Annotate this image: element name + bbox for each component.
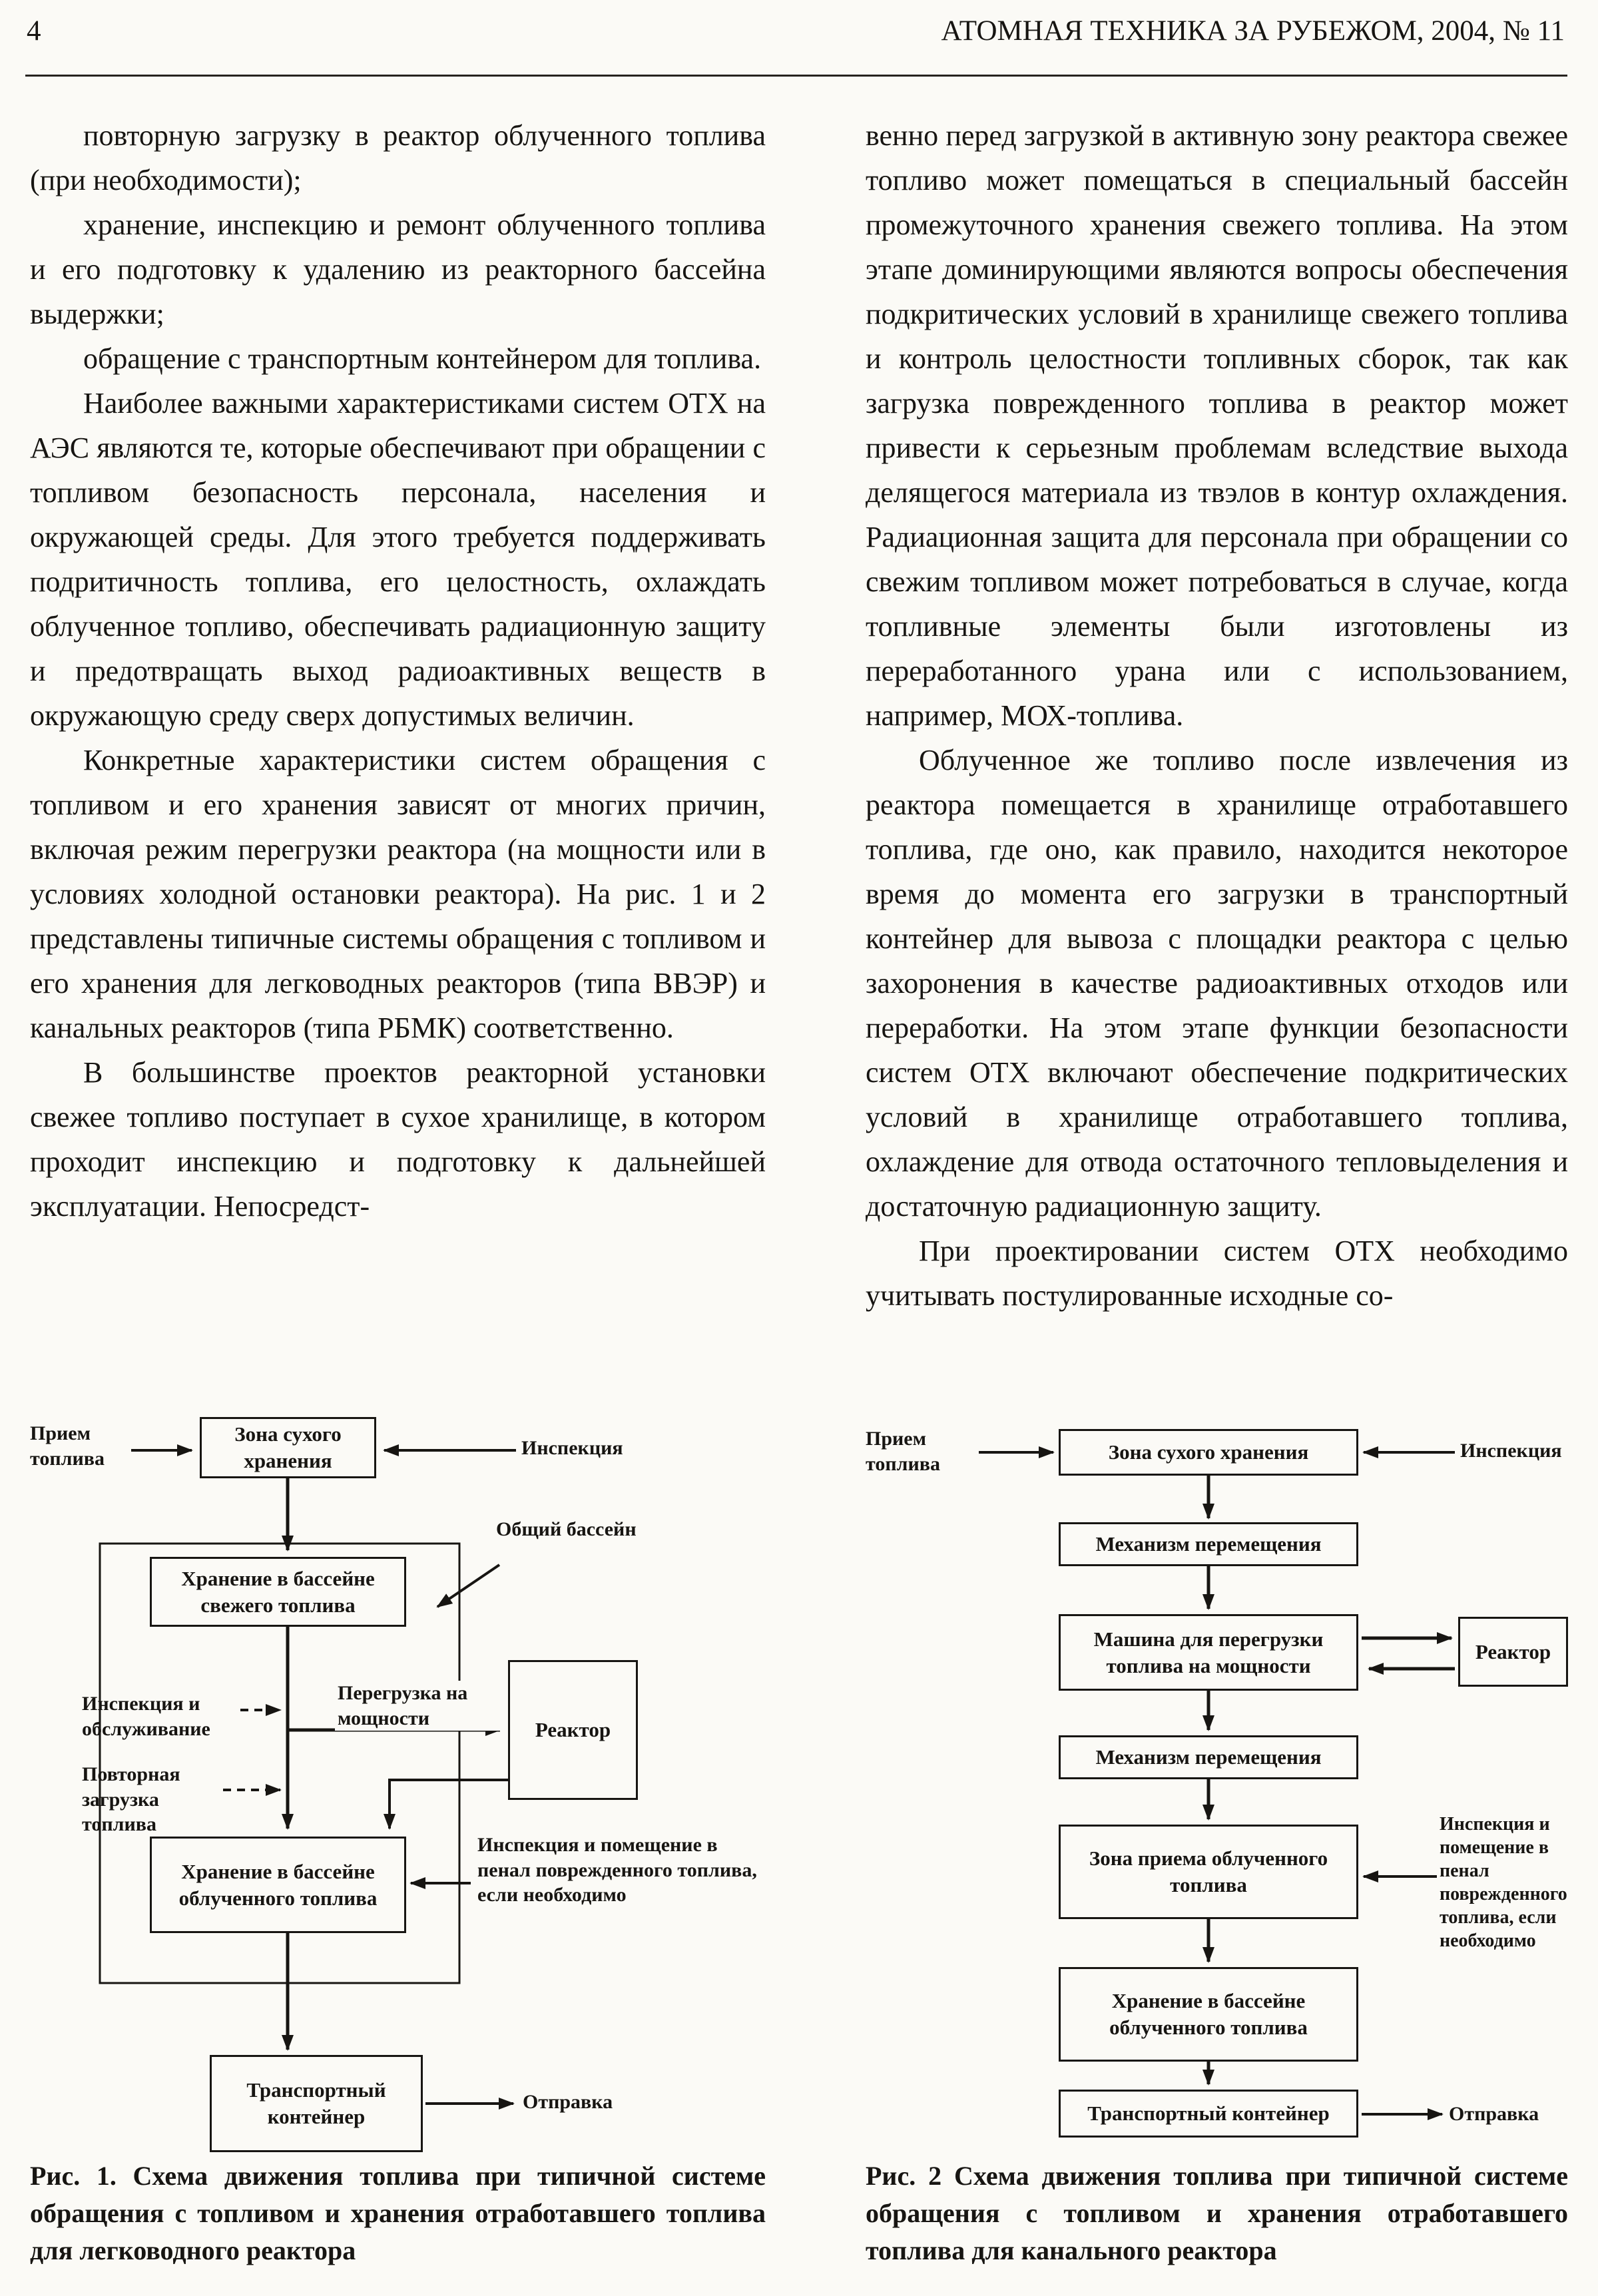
paragraph: венно перед загрузкой в активную зону ре… bbox=[866, 119, 1568, 732]
arrow-reactor-to-spent-pool bbox=[384, 1779, 508, 1830]
article-body: повторную загрузку в реактор облученного… bbox=[30, 113, 1568, 1318]
journal-title: АТОМНАЯ ТЕХНИКА ЗА РУБЕЖОМ, 2004, № 11 bbox=[941, 15, 1565, 47]
spent-receipt-zone-box: Зона приема облученного топлива bbox=[1059, 1825, 1358, 1919]
right-column: венно перед загрузкой в активную зону ре… bbox=[866, 113, 1568, 1318]
left-column: повторную загрузку в реактор облученного… bbox=[30, 113, 766, 1318]
fuel-receipt-label: Прием топлива bbox=[30, 1422, 105, 1470]
fuel-receipt-label: Прием топлива bbox=[866, 1428, 940, 1475]
transfer-mechanism-2-box: Механизм перемещения bbox=[1059, 1735, 1358, 1779]
dry-storage-box: Зона сухого хранения bbox=[200, 1417, 376, 1478]
reactor-box: Реактор bbox=[508, 1660, 638, 1800]
spent-fuel-pool-box: Хранение в бассейне облученного топлива bbox=[150, 1837, 406, 1933]
reactor-box: Реактор bbox=[1458, 1617, 1568, 1687]
paragraph: хранение, инспекцию и ремонт облученного… bbox=[30, 208, 766, 330]
figure-2: Прием топлива Зона сухого хранения Инспе… bbox=[866, 1417, 1568, 2157]
inspection-label: Инспекция bbox=[521, 1437, 623, 1459]
dry-storage-box: Зона сухого хранения bbox=[1059, 1429, 1358, 1476]
fresh-fuel-pool-box: Хранение в бассейне свежего топлива bbox=[150, 1557, 406, 1627]
page-number: 4 bbox=[27, 15, 41, 47]
inspection-canning-label: Инспекция и помещение в пенал поврежденн… bbox=[1440, 1814, 1567, 1951]
figure-1: Прием топлива Зона сухого хранения Инспе… bbox=[30, 1417, 766, 2157]
paragraph: повторную загрузку в реактор облученного… bbox=[30, 119, 766, 196]
inspection-label: Инспекция bbox=[1460, 1440, 1562, 1462]
page-header: 4 АТОМНАЯ ТЕХНИКА ЗА РУБЕЖОМ, 2004, № 11 bbox=[27, 15, 1565, 47]
paragraph: В большинстве проектов реакторной устано… bbox=[30, 1056, 766, 1223]
figure-2-caption: Рис. 2 Схема движения топлива при типичн… bbox=[866, 2161, 1568, 2265]
figure-2-arrows bbox=[979, 1446, 1455, 2120]
spent-fuel-pool-box: Хранение в бассейне облученного топлива bbox=[1059, 1967, 1358, 2062]
transfer-mechanism-1-box: Механизм перемещения bbox=[1059, 1522, 1358, 1566]
transport-cask-box: Транспортный контейнер bbox=[210, 2055, 423, 2152]
paragraph: При проектировании систем ОТХ необходимо… bbox=[866, 1235, 1568, 1312]
figure-1-arrows bbox=[99, 1444, 516, 2110]
refueling-at-power-label: Перегрузка на мощности bbox=[335, 1681, 501, 1731]
paragraph: Облученное же топливо после извлечения и… bbox=[866, 744, 1568, 1223]
paragraph: Наиболее важными характеристиками систем… bbox=[30, 387, 766, 732]
common-pool-outline bbox=[99, 1542, 461, 1984]
dispatch-label: Отправка bbox=[523, 2091, 613, 2113]
inspection-service-label: Инспекция и обслуживание bbox=[82, 1693, 210, 1740]
repeat-reload-label: Повторная загрузка топлива bbox=[82, 1763, 180, 1835]
transport-cask-box: Транспортный контейнер bbox=[1059, 2090, 1358, 2138]
dispatch-label: Отправка bbox=[1449, 2103, 1539, 2125]
common-pool-label: Общий бассейн bbox=[496, 1518, 637, 1540]
figure-1-caption: Рис. 1. Схема движения топлива при типич… bbox=[30, 2161, 766, 2265]
inspection-canning-label: Инспекция и помещение в пенал поврежденн… bbox=[477, 1834, 757, 1906]
paragraph: Конкретные характеристики систем обращен… bbox=[30, 744, 766, 1044]
refueling-machine-box: Машина для перегрузки топлива на мощност… bbox=[1059, 1614, 1358, 1691]
header-rule bbox=[25, 75, 1567, 77]
paragraph: обращение с транспортным контейнером для… bbox=[83, 342, 762, 375]
arrow-common-pool-pointer bbox=[436, 1564, 501, 1608]
